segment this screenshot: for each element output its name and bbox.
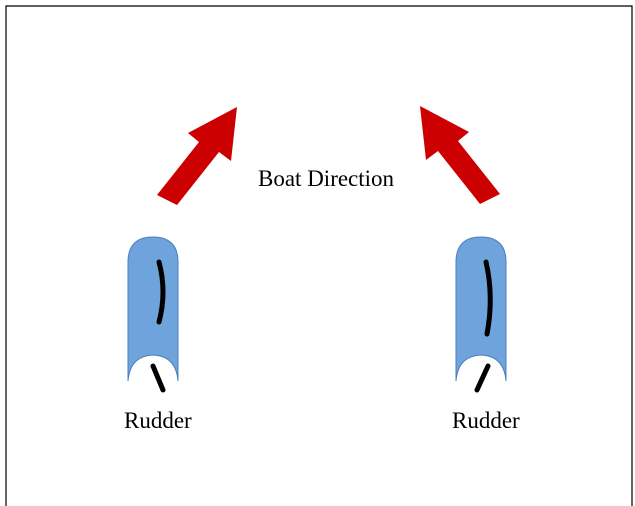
left-rudder-label: Rudder: [124, 408, 192, 433]
left-boat-sail: [156, 259, 166, 325]
left-direction-arrow-icon: [157, 107, 237, 205]
right-boat: [455, 236, 507, 393]
right-boat-hull: [455, 236, 507, 382]
right-rudder-label: Rudder: [452, 408, 520, 433]
boat-direction-label: Boat Direction: [258, 166, 395, 191]
frame-border: [5, 5, 633, 506]
left-boat: [127, 236, 179, 393]
right-rudder-line: [474, 363, 491, 393]
right-boat-sail: [483, 259, 493, 337]
left-boat-hull: [127, 236, 179, 382]
right-direction-arrow-icon: [420, 106, 500, 204]
left-rudder-line: [150, 363, 166, 393]
